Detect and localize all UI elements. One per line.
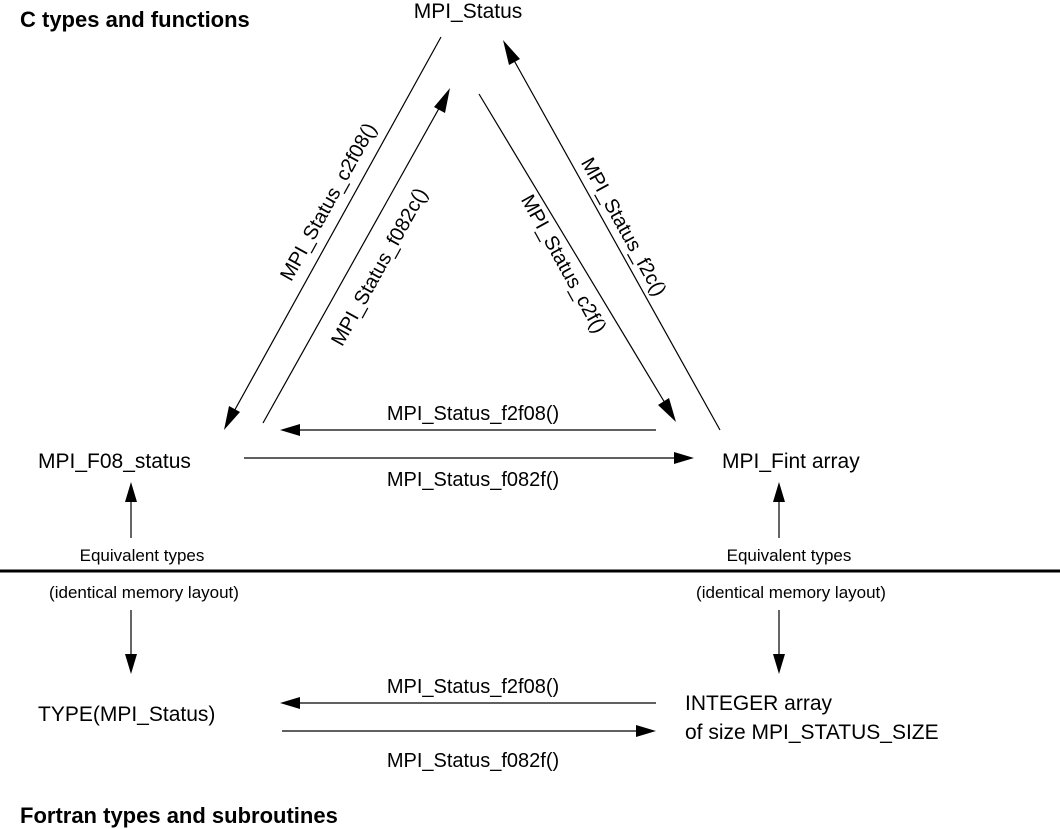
node-integer-array-line1: INTEGER array [685,692,833,715]
node-mpi-f08-status: MPI_F08_status [38,450,191,473]
label-right-equivalent: Equivalent types [727,546,852,565]
label-left-equivalent: Equivalent types [80,546,205,565]
c-types-heading: C types and functions [20,7,250,32]
fortran-types-heading: Fortran types and subroutines [20,803,338,828]
edge-right-equivalence-up [773,482,785,538]
label-fortran-f2f08: MPI_Status_f2f08() [387,676,559,698]
label-fortran-f082f: MPI_Status_f082f() [387,750,559,772]
edge-f2c [503,40,721,431]
label-f082c: MPI_Status_f082c() [327,184,432,349]
label-c2f: MPI_Status_c2f() [516,191,610,337]
label-left-memory-layout: (identical memory layout) [49,583,239,602]
edge-c2f08 [224,36,442,430]
edge-right-equivalence-down [773,610,785,674]
label-right-memory-layout: (identical memory layout) [696,583,886,602]
edge-fortran-f2f08 [280,697,656,709]
node-type-mpi-status: TYPE(MPI_Status) [38,703,215,726]
node-mpi-status: MPI_Status [414,0,523,23]
edge-left-equivalence-up [125,482,137,538]
edge-c2f [478,93,676,422]
edge-f082c [262,88,450,424]
edge-c-f2f08 [280,424,656,436]
edge-fortran-f082f [282,725,656,737]
node-mpi-fint-array: MPI_Fint array [722,450,860,473]
edge-c-f082f [244,452,694,464]
edge-left-equivalence-down [125,610,137,674]
label-c-f2f08: MPI_Status_f2f08() [387,403,559,425]
label-c-f082f: MPI_Status_f082f() [387,469,559,491]
label-c2f08: MPI_Status_c2f08() [276,119,381,284]
node-integer-array-line2: of size MPI_STATUS_SIZE [685,721,939,744]
